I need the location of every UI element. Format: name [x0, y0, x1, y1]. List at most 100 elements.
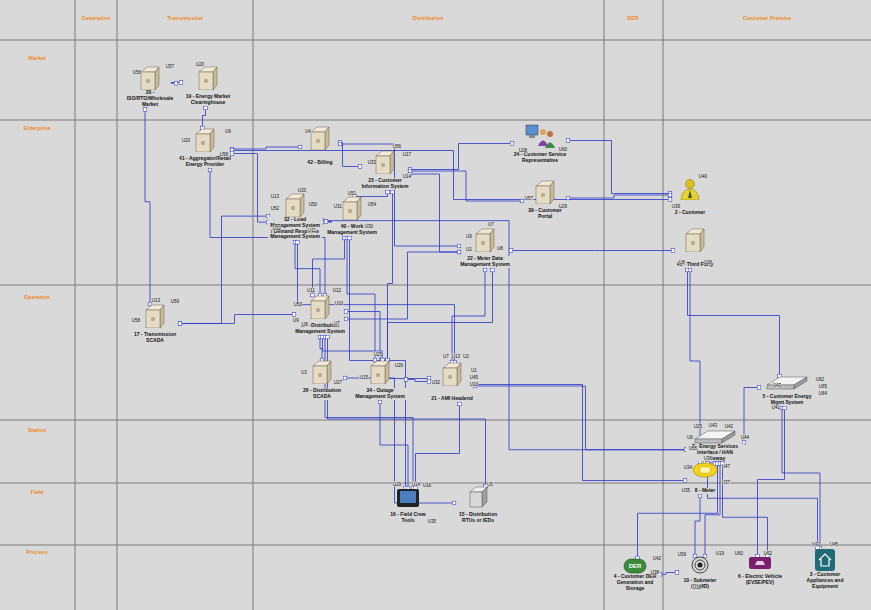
- port-label: U20: [195, 62, 204, 67]
- port-label: U32: [431, 380, 440, 385]
- interface-line: [452, 270, 485, 362]
- interface-line: [410, 171, 522, 201]
- node-label: 16 - Field Crew Tools: [385, 512, 431, 524]
- port-marker: [509, 249, 513, 253]
- port-marker: [208, 168, 212, 172]
- lane-heading: Transmission: [167, 15, 202, 21]
- system-icon: [694, 430, 736, 444]
- port-marker: [311, 293, 315, 297]
- lane-heading: Generation: [81, 15, 110, 21]
- port-label: U9: [293, 318, 300, 323]
- system-icon: [748, 556, 772, 570]
- port-label: U2: [463, 354, 470, 359]
- interface-line: [410, 174, 459, 252]
- port-marker: [458, 402, 462, 406]
- system-node: 41 - Aggregator/Retail Energy Provider: [178, 128, 232, 170]
- port-marker: [457, 250, 461, 254]
- port-marker: [378, 400, 382, 404]
- port-marker: [668, 198, 672, 202]
- interface-line: [355, 192, 388, 197]
- port-marker: [783, 406, 787, 410]
- system-icon: [689, 556, 711, 574]
- port-label: U54: [367, 202, 376, 207]
- port-marker: [668, 193, 672, 197]
- interface-line: [350, 238, 406, 488]
- interface-line: [568, 141, 670, 194]
- port-label: U7: [488, 222, 495, 227]
- port-label: U57: [165, 64, 174, 69]
- interface-line: [416, 404, 460, 488]
- port-marker: [566, 139, 570, 143]
- node-label: 23 - Customer Information System: [360, 178, 410, 190]
- port-marker: [757, 386, 761, 390]
- port-label: U50: [293, 302, 302, 307]
- node-label: 22 - Meter Data Management System: [459, 256, 511, 268]
- interface-line: [298, 242, 455, 362]
- interface-line: [325, 337, 413, 488]
- interface-line: [723, 464, 768, 557]
- port-label: U59: [677, 552, 686, 557]
- port-label: U9: [466, 234, 473, 239]
- port-label: U26: [394, 363, 403, 368]
- system-icon: [309, 295, 331, 319]
- interface-line: [638, 464, 718, 559]
- system-icon: [309, 126, 331, 150]
- port-label: U26: [703, 260, 712, 265]
- port-label: U6: [687, 435, 694, 440]
- port-label: U18: [692, 585, 701, 590]
- interface-line: [475, 385, 685, 481]
- interface-line: [232, 151, 670, 200]
- port-marker: [324, 220, 328, 224]
- interface-line: [406, 380, 429, 382]
- port-label: U42: [652, 556, 661, 561]
- port-label: U59: [170, 299, 179, 304]
- node-label: 6 - Electric Vehicle (EVSE/PEV): [735, 574, 785, 586]
- port-marker: [230, 152, 234, 156]
- port-label: U55: [688, 446, 697, 451]
- port-marker: [338, 142, 342, 146]
- system-node: 24 - Customer Service Representative: [512, 124, 568, 166]
- port-marker: [491, 268, 495, 272]
- port-marker: [178, 322, 182, 326]
- node-label: 42 - Billing: [306, 160, 333, 166]
- interface-line: [203, 108, 206, 128]
- interface-line: [322, 221, 686, 450]
- system-icon: [311, 360, 333, 384]
- port-marker: [343, 376, 347, 380]
- port-label: U7: [334, 321, 341, 326]
- lane-heading: Enterprise: [23, 125, 50, 131]
- port-label: U38: [650, 570, 659, 575]
- system-icon: [692, 462, 718, 478]
- interface-line: [323, 337, 383, 360]
- port-marker: [373, 358, 377, 362]
- system-icon: [139, 66, 161, 90]
- port-label: U60: [734, 551, 743, 556]
- port-label: U62: [815, 377, 824, 382]
- port-label: U4: [305, 129, 312, 134]
- node-label: 8 - Meter: [694, 488, 717, 494]
- port-label: U10: [469, 382, 478, 387]
- port-label: U43: [772, 383, 781, 388]
- port-label: U40: [698, 174, 707, 179]
- port-label: U33: [297, 188, 306, 193]
- system-icon: [194, 128, 216, 152]
- port-label: U11: [307, 288, 316, 293]
- port-label: U10: [334, 301, 343, 306]
- interface-line: [210, 170, 325, 295]
- port-marker: [457, 250, 461, 254]
- port-label: U14: [402, 174, 411, 179]
- system-node: 32 - Load Management System / Demand Res…: [268, 193, 322, 242]
- port-label: U14: [411, 482, 420, 487]
- port-label: U11: [308, 228, 317, 233]
- node-label: 19 - Energy Market Clearinghouse: [181, 94, 235, 106]
- node-label: 20 - ISO/RTO/Wholesale Market: [124, 90, 176, 107]
- port-label: U25: [373, 352, 382, 357]
- system-icon: [284, 193, 306, 217]
- port-label: U65: [818, 384, 827, 389]
- system-icon: [525, 124, 555, 148]
- port-marker: [404, 378, 408, 382]
- port-label: U3: [301, 370, 308, 375]
- port-marker: [452, 501, 456, 505]
- system-icon: [197, 66, 219, 90]
